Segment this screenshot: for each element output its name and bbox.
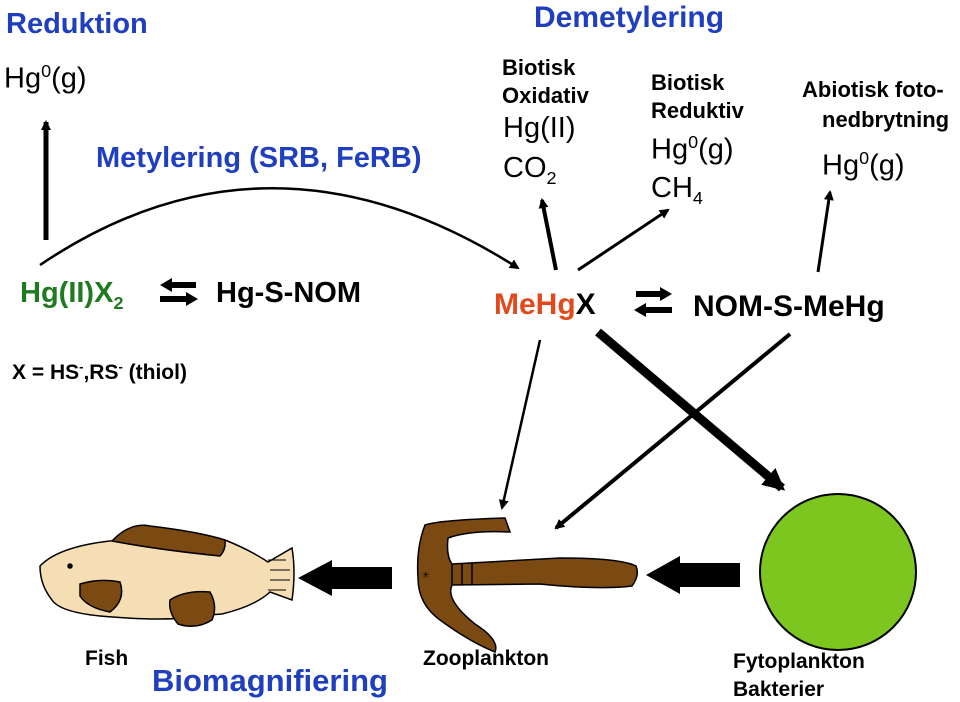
fish-organism: [39, 524, 295, 627]
oxidativ-arrow: [538, 198, 558, 271]
metylering-title: Metylering (SRB, FeRB): [96, 142, 422, 174]
abiotisk-arrow: [816, 190, 834, 273]
nom-s-mehg-species: NOM-S-MeHg: [693, 290, 885, 323]
mehgx-species: MeHgX: [494, 288, 596, 321]
oxidativ-label-line2: Oxidativ: [502, 83, 589, 108]
demetylering-title: Demetylering: [534, 1, 725, 34]
fytoplankton-label: Fytoplankton: [733, 650, 865, 673]
phytoplankton-cell: [759, 493, 917, 651]
reduktiv-label-line1: Biotisk: [651, 70, 725, 95]
svg-text:✳: ✳: [422, 570, 430, 580]
reduktion-title: Reduktion: [6, 8, 148, 40]
metylering-arrow: [39, 187, 520, 270]
nom-to-zooplankton-arrow: [554, 332, 792, 530]
mehgx-to-fytoplankton-arrow: [595, 328, 786, 492]
fish-label: Fish: [85, 647, 129, 670]
reduktion-product: Hg0(g): [4, 61, 87, 95]
reduktiv-product-ch4: CH4: [651, 172, 703, 208]
thiol-note: X = HS-,RS- (thiol): [12, 359, 187, 384]
hgx2-species: Hg(II)X2: [20, 277, 124, 313]
oxidativ-label-line1: Biotisk: [502, 55, 576, 80]
abiotisk-label-line1: Abiotisk foto-: [802, 77, 944, 102]
biomagnifiering-title: Biomagnifiering: [152, 663, 388, 698]
reduktiv-arrow: [577, 208, 670, 272]
bakterier-label: Bakterier: [733, 678, 825, 701]
reduktiv-product-hg0: Hg0(g): [651, 132, 734, 166]
oxidativ-product-co2: CO2: [503, 152, 557, 188]
zooplankton-label: Zooplankton: [423, 647, 549, 670]
hg-s-nom-species: Hg-S-NOM: [216, 277, 361, 309]
fyto-to-zoo-arrow: [646, 556, 740, 594]
reduktiv-label-line2: Reduktiv: [651, 98, 744, 123]
equilibrium-arrows-right: [634, 287, 672, 317]
zooplankton-organism: ✳: [416, 517, 639, 653]
mehgx-to-zooplankton-arrow: [498, 339, 542, 510]
oxidativ-product-hg: Hg(II): [503, 112, 576, 144]
zoo-to-fish-arrow: [298, 560, 392, 596]
abiotisk-product-hg0: Hg0(g): [822, 148, 905, 182]
abiotisk-label-line2: nedbrytning: [822, 107, 950, 132]
equilibrium-arrows-left: [160, 278, 198, 306]
